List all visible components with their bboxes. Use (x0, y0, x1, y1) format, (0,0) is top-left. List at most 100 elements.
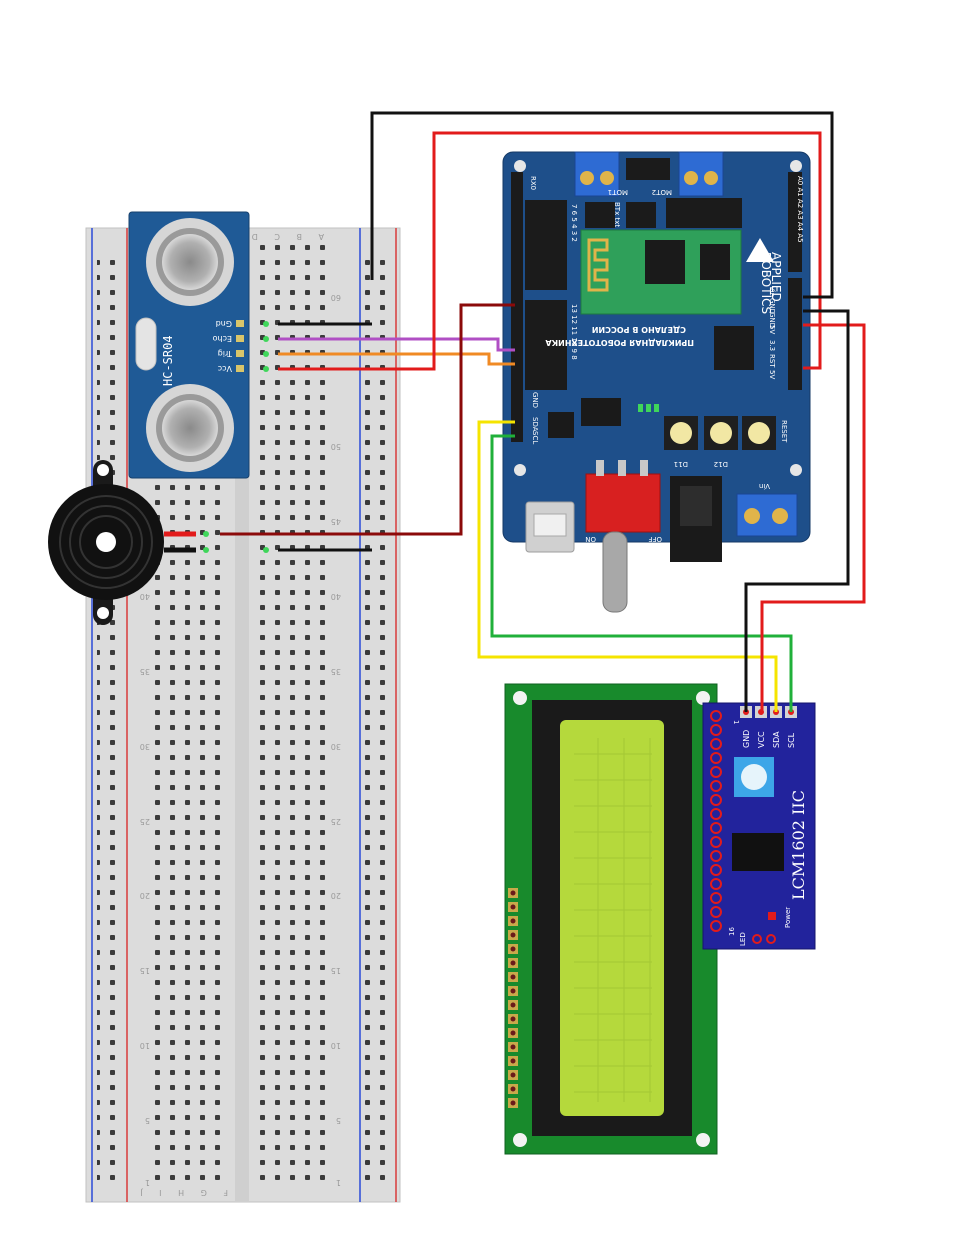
bb-row-number-right: 20 (331, 891, 341, 900)
i2c-lcd-pin (710, 864, 722, 876)
gnd-label: GND (531, 392, 539, 408)
bb-row-number-right: 5 (336, 1116, 341, 1125)
bb-row-number-left: 20 (140, 891, 150, 900)
right-header-label: GND (768, 298, 776, 314)
i2c-pin-label: VCC (757, 731, 766, 748)
i2c-module-label: LCM1602 IIC (789, 790, 808, 900)
reset-label: RESET (780, 420, 788, 443)
bb-row-number-left: 5 (145, 1116, 150, 1125)
bb-row-number-left: 35 (140, 667, 150, 676)
i2c-pin-labels: GND VCC SDA SCL (742, 730, 796, 748)
bb-row-number-left: 1 (145, 1178, 150, 1187)
i2c-lcd-pin (710, 710, 722, 722)
pin16-label: 16 (728, 927, 736, 936)
power-switch[interactable] (585, 473, 661, 533)
i2c-lcd-pin (710, 808, 722, 820)
wire-sensor-trig (278, 352, 515, 366)
sensor-pin-label: Gnd (216, 319, 232, 328)
applied-robotics-ru-label: ПРИКЛАДНАЯ РОБОТОТЕХНИКА (545, 338, 694, 347)
sensor-pin-label: Vcc (218, 364, 232, 373)
wire-i2c-scl (490, 434, 793, 712)
right-header-label: 5V (768, 325, 776, 334)
bb-row-number-left: 15 (140, 966, 150, 975)
brand-line2: ROBOTICS (759, 252, 773, 314)
analog-pins-label: A0 A1 A2 A3 A4 A5 (796, 176, 804, 243)
power-label: Power (784, 907, 792, 928)
right-header-label: RST (768, 354, 776, 368)
i2c-lcd-pin (710, 794, 722, 806)
bb-row-number-right: 10 (331, 1041, 341, 1050)
mot2-label: MOT2 (652, 188, 672, 196)
buttons (664, 416, 776, 450)
right-header-label: GND (768, 312, 776, 328)
i2c-lcd-pin (710, 850, 722, 862)
sensor-pin-label: Echo (212, 334, 232, 343)
button-d12[interactable] (710, 422, 732, 444)
made-in-russia-label: СДЕЛАНО В РОССИИ (592, 325, 686, 334)
bb-row-number-right: 35 (331, 667, 341, 676)
lcd-edge-pins (508, 888, 518, 1108)
scl-label: SCL (531, 431, 539, 444)
digital-pins-label: 13 12 11 10 9 8 (570, 304, 578, 360)
sensor-crystal (135, 317, 157, 371)
i2c-lcd-pin (710, 752, 722, 764)
bb-row-number-right: 25 (331, 817, 341, 826)
bb-row-number-right: 30 (331, 742, 341, 751)
lcd-display (504, 683, 718, 1155)
right-header-label: Vin (768, 286, 776, 297)
bb-row-number-right: 1 (336, 1178, 341, 1187)
wire-i2c-gnd (744, 309, 850, 712)
i2c-lcd-pin (710, 892, 722, 904)
i2c-lcd-pin (710, 724, 722, 736)
bb-columns-bottom: F G H I J (133, 1188, 228, 1197)
right-header-label: 3.3 (768, 340, 776, 351)
sensor-pin-label: Trig (218, 349, 233, 358)
wire-rail-gnd (370, 111, 834, 299)
wire-buzzer-signal (220, 303, 515, 536)
d11-label: D11 (674, 460, 688, 468)
mot1-label: MOT1 (608, 188, 628, 196)
bb-row-number-right: 60 (331, 293, 341, 302)
brand-line1: APPLIED (769, 252, 783, 302)
bb-row-number-right: 15 (331, 966, 341, 975)
bb-row-number-left: 25 (140, 817, 150, 826)
i2c-pin-label: GND (742, 730, 751, 748)
i2c-lcd-pin (710, 836, 722, 848)
i2c-lcd-pin (710, 920, 722, 932)
bb-row-number-left: 40 (140, 592, 150, 601)
sensor-model-label: HC-SR04 (161, 335, 175, 386)
i2c-lcd-pin (710, 878, 722, 890)
right-header-label: 5V (768, 370, 776, 379)
vin-label: Vin (759, 482, 770, 490)
bb-row-number-right: 45 (331, 517, 341, 526)
button-reset[interactable] (748, 422, 770, 444)
i2c-adapter: LCM1602 IIC Power 1 16 LED GND VCC SDA SCL (702, 702, 816, 950)
i2c-lcd-pin (710, 766, 722, 778)
wire-dots (203, 321, 269, 553)
piezo-buzzer (48, 460, 196, 625)
led-label: LED (739, 932, 747, 946)
wire-i2c-sda (477, 420, 778, 712)
i2c-pin-label: SCL (787, 732, 796, 748)
pin1-label: 1 (732, 720, 740, 724)
bb-row-number-left: 30 (140, 742, 150, 751)
on-label: ON (585, 535, 596, 543)
i2c-lcd-pin (710, 738, 722, 750)
i2c-lcd-pin (710, 822, 722, 834)
btx-label: BTx txt (613, 202, 621, 227)
sensor-pin-headers (236, 320, 244, 372)
bb-row-number-right: 50 (331, 442, 341, 451)
rx0-label: RX0 (529, 176, 537, 190)
sda-label: SDA (531, 417, 539, 432)
i2c-lcd-pin (710, 780, 722, 792)
d12-label: D12 (714, 460, 728, 468)
wires (220, 111, 866, 712)
digital-pins-label2: 7 6 5 4 3 2 (570, 204, 578, 242)
button-d11[interactable] (670, 422, 692, 444)
brand-logo-icon (746, 238, 774, 262)
bb-columns-top: A B C D E (223, 232, 324, 241)
i2c-pin-label: SDA (772, 731, 781, 748)
